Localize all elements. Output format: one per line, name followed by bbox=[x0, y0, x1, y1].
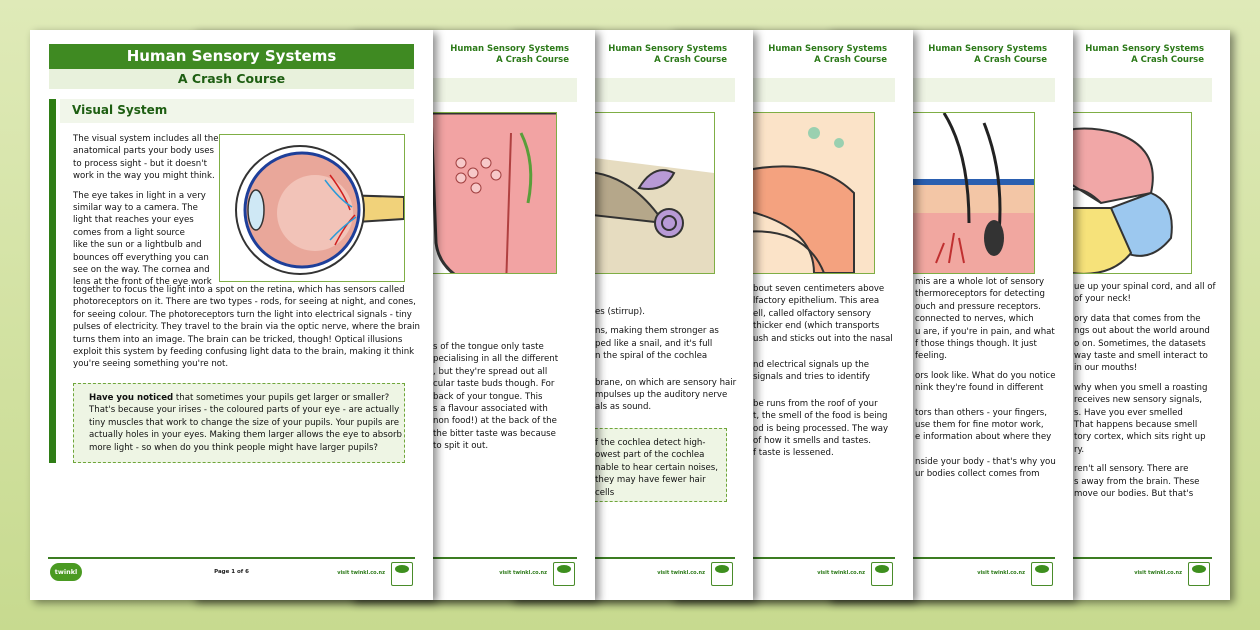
quality-badge-icon bbox=[553, 562, 575, 586]
title-bar: Human Sensory Systems bbox=[49, 44, 414, 69]
page-number: Page 1 of 6 bbox=[214, 569, 249, 575]
document-title: Human Sensory Systems bbox=[126, 47, 337, 65]
section-title: Visual System bbox=[72, 103, 168, 117]
subtitle-bar: A Crash Course bbox=[49, 69, 414, 89]
eye-illustration bbox=[219, 134, 405, 282]
document-subtitle: A Crash Course bbox=[177, 71, 286, 86]
quality-badge-icon bbox=[391, 562, 413, 586]
tongue-icon bbox=[429, 113, 556, 273]
page-text: es (stirrup). ns, making them stronger a… bbox=[595, 307, 737, 413]
did-you-notice-box: Have you noticed that sometimes your pup… bbox=[73, 383, 405, 463]
quality-badge-icon bbox=[711, 562, 733, 586]
footer-divider bbox=[48, 557, 415, 559]
visit-link[interactable]: visit twinkl.co.nz bbox=[977, 570, 1025, 576]
visit-link[interactable]: visit twinkl.co.nz bbox=[657, 570, 705, 576]
quality-badge-icon bbox=[1188, 562, 1210, 586]
page-1: Human Sensory Systems A Crash Course Vis… bbox=[30, 30, 433, 600]
visit-link[interactable]: visit twinkl.co.nz bbox=[1134, 570, 1182, 576]
body-text: together to focus the light into a spot … bbox=[73, 285, 420, 370]
quality-badge-icon bbox=[871, 562, 893, 586]
quality-badge-icon bbox=[1031, 562, 1053, 586]
visit-link[interactable]: visit twinkl.co.nz bbox=[817, 570, 865, 576]
visit-link[interactable]: visit twinkl.co.nz bbox=[337, 570, 385, 576]
twinkl-logo: twinkl bbox=[50, 563, 82, 581]
eye-icon bbox=[235, 145, 405, 275]
visit-link[interactable]: visit twinkl.co.nz bbox=[499, 570, 547, 576]
section-accent-bar-long bbox=[49, 99, 56, 463]
section-header: Visual System bbox=[60, 99, 414, 123]
